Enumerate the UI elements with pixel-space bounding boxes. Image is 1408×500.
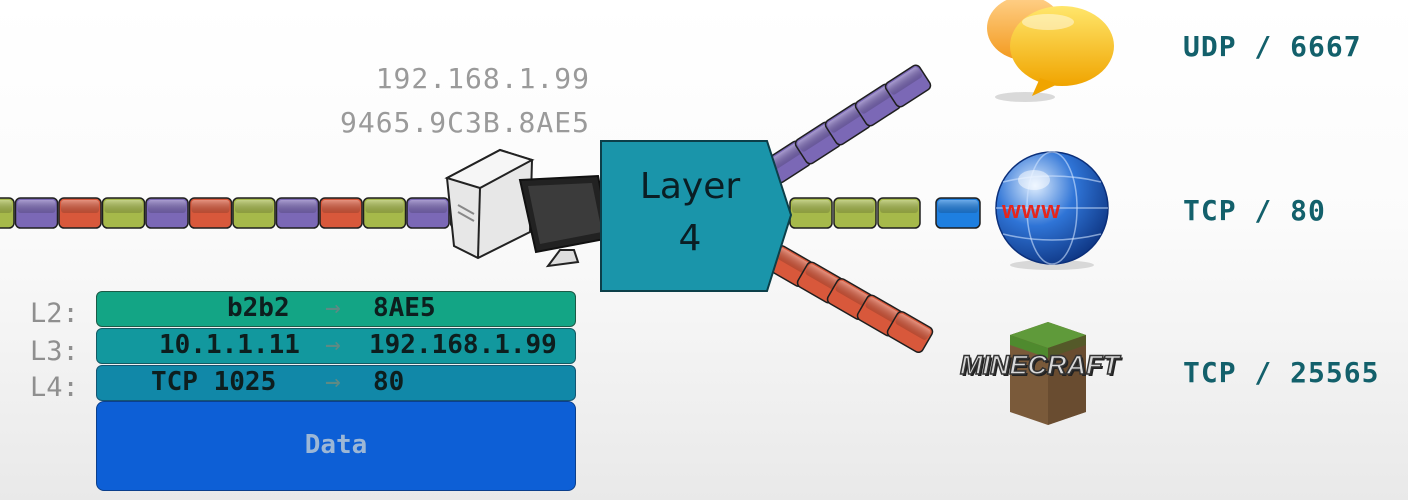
incoming-packet-stream <box>0 197 494 229</box>
packet-segment-purple-shine <box>827 105 862 133</box>
packet-segment-red-shine <box>322 200 360 213</box>
minecraft-logo-text: MINECRAFT <box>959 349 1119 381</box>
packet-segment-purple-shine <box>887 67 922 95</box>
packet-header-l3: 10.1.1.11 → 192.168.1.99 <box>96 328 576 364</box>
packet-data-block: Data <box>96 401 576 491</box>
packet-segment-purple-shine <box>278 200 317 213</box>
l2-destination: 8AE5 <box>373 293 436 323</box>
packet-segment-green-shine <box>235 200 273 213</box>
computer-icon <box>444 148 612 268</box>
minecraft-packet-stream <box>766 244 934 354</box>
packet-segment-green-shine <box>0 200 12 213</box>
packet-segment-red-shine <box>865 297 901 324</box>
packet-segment-red-shine <box>895 313 931 340</box>
udp-packet-stream <box>764 64 932 184</box>
packet-segment-green-shine <box>104 200 143 213</box>
www-label: www <box>1002 197 1062 224</box>
l4-destination: 80 <box>373 367 405 397</box>
packet-segment-red-shine <box>835 280 871 307</box>
l3-source: 10.1.1.11 <box>159 330 300 360</box>
packet-segment-green-shine <box>365 200 404 213</box>
layer-label-l4: L4: <box>30 372 79 403</box>
packet-segment-red-shine <box>805 264 841 291</box>
packet-segment-green-shine <box>880 200 918 213</box>
port-label-tcp-80: TCP / 80 <box>1183 194 1326 227</box>
chat-bubbles-icon <box>987 0 1114 102</box>
l4-source: TCP 1025 <box>151 367 277 397</box>
web-packet-stream <box>789 197 981 229</box>
layer-box-number: 4 <box>678 218 702 259</box>
globe-www-icon <box>995 151 1109 270</box>
l4-arrow: → <box>325 367 341 397</box>
packet-segment-purple-shine <box>857 86 892 114</box>
packet-segment-purple-shine <box>148 200 186 213</box>
minecraft-block-icon <box>1010 322 1086 425</box>
data-label: Data <box>304 430 368 460</box>
packet-segment-purple-shine <box>409 200 447 213</box>
host-ip-address: 192.168.1.99 <box>375 62 590 95</box>
packet-segment-purple-shine <box>797 124 832 152</box>
host-mac-address: 9465.9C3B.8AE5 <box>339 106 590 139</box>
port-label-udp-6667: UDP / 6667 <box>1183 30 1362 63</box>
packet-segment-red-shine <box>775 247 811 274</box>
packet-segment-purple-shine <box>767 143 802 171</box>
l2-source: b2b2 <box>227 293 290 323</box>
packet-segment-blue-shine <box>938 200 978 213</box>
l3-destination: 192.168.1.99 <box>369 330 557 360</box>
l2-arrow: → <box>325 293 341 323</box>
packet-header-l2: b2b2 → 8AE5 <box>96 291 576 327</box>
port-label-tcp-25565: TCP / 25565 <box>1183 356 1380 389</box>
layer-4-box <box>600 140 793 292</box>
layer-label-l3: L3: <box>30 336 79 367</box>
packet-segment-green-shine <box>792 200 830 213</box>
packet-segment-red-shine <box>61 200 99 213</box>
layer-box-title: Layer <box>639 166 741 207</box>
l3-arrow: → <box>325 330 341 360</box>
packet-header-l4: TCP 1025 → 80 <box>96 365 576 401</box>
packet-segment-purple-shine <box>17 200 56 213</box>
layer-label-l2: L2: <box>30 298 79 329</box>
packet-segment-red-shine <box>191 200 230 213</box>
packet-segment-green-shine <box>836 200 874 213</box>
